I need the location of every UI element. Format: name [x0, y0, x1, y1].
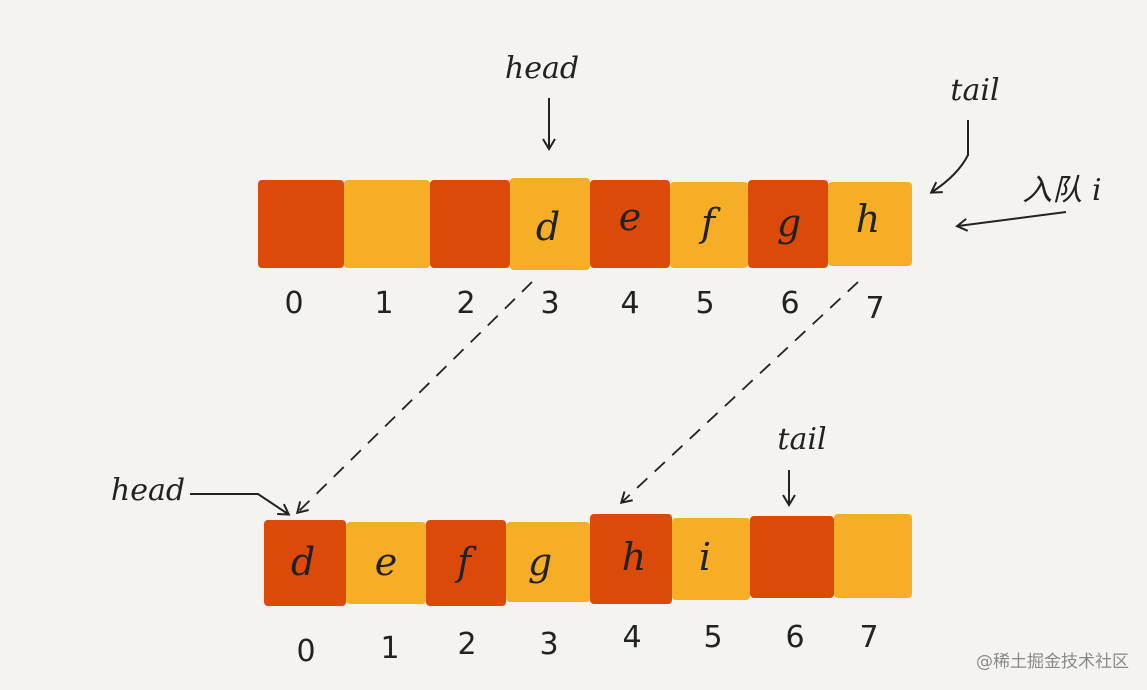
after-cell-text-1: e — [375, 540, 398, 584]
before-head-pointer: head — [505, 51, 579, 151]
before-cell-4 — [590, 180, 670, 268]
before-head-label: head — [505, 51, 579, 86]
before-cell-text-4: e — [619, 195, 642, 239]
after-head-label: head — [111, 473, 185, 508]
before-index-5: 5 — [695, 286, 714, 321]
after-cell-6 — [750, 516, 834, 598]
before-index-1: 1 — [374, 286, 393, 321]
after-cell-1 — [346, 522, 426, 604]
before-cell-3 — [510, 178, 590, 270]
enqueue-arrow — [955, 211, 1067, 232]
after-tail-label: tail — [777, 422, 826, 457]
before-index-3: 3 — [540, 286, 559, 321]
before-cell-2 — [430, 180, 510, 268]
after-cell-5 — [672, 518, 750, 600]
enqueue-label: 入队 i — [1022, 173, 1101, 208]
before-tail-label: tail — [950, 73, 999, 108]
after-index-7: 7 — [859, 620, 878, 655]
watermark: @稀土掘金技术社区 — [976, 652, 1129, 672]
after-index-1: 1 — [380, 631, 399, 666]
after-cell-3 — [506, 522, 590, 602]
before-cell-0 — [258, 180, 344, 268]
before-queue: d e f g h 0 1 2 3 4 5 6 7 — [258, 178, 912, 326]
before-index-2: 2 — [456, 286, 475, 321]
before-cell-text-3: d — [536, 205, 560, 249]
enqueue-indicator: 入队 i — [955, 173, 1102, 232]
before-index-6: 6 — [780, 286, 799, 321]
after-cell-4 — [590, 514, 672, 604]
before-index-4: 4 — [620, 286, 639, 321]
after-head-pointer: head — [111, 473, 291, 516]
after-cell-2 — [426, 520, 506, 606]
before-cell-text-6: g — [777, 201, 801, 245]
before-cell-1 — [344, 180, 430, 268]
after-cell-7 — [834, 514, 912, 598]
after-queue: d e f g h i 0 1 2 3 4 5 6 7 — [264, 514, 912, 669]
after-cell-text-5: i — [699, 535, 711, 579]
after-tail-pointer: tail — [777, 422, 827, 507]
after-index-3: 3 — [539, 627, 558, 662]
before-index-7: 7 — [865, 291, 884, 326]
before-tail-pointer: tail — [929, 73, 1000, 194]
after-cell-text-0: d — [291, 540, 315, 584]
before-index-0: 0 — [284, 286, 303, 321]
before-cell-5 — [670, 182, 748, 268]
after-head-arrow — [190, 493, 291, 516]
before-cell-7 — [828, 182, 912, 266]
after-index-0: 0 — [296, 634, 315, 669]
after-index-4: 4 — [622, 620, 641, 655]
after-index-2: 2 — [457, 627, 476, 662]
after-cell-text-4: h — [622, 535, 646, 579]
before-tail-arrow — [929, 120, 969, 194]
after-index-5: 5 — [703, 620, 722, 655]
after-cell-text-3: g — [528, 540, 552, 584]
after-index-6: 6 — [785, 620, 804, 655]
before-cell-6 — [748, 180, 828, 268]
move-arrow-left — [295, 281, 533, 515]
after-cell-0 — [264, 520, 346, 606]
move-arrow-right — [619, 281, 859, 505]
before-cell-text-7: h — [856, 197, 880, 241]
